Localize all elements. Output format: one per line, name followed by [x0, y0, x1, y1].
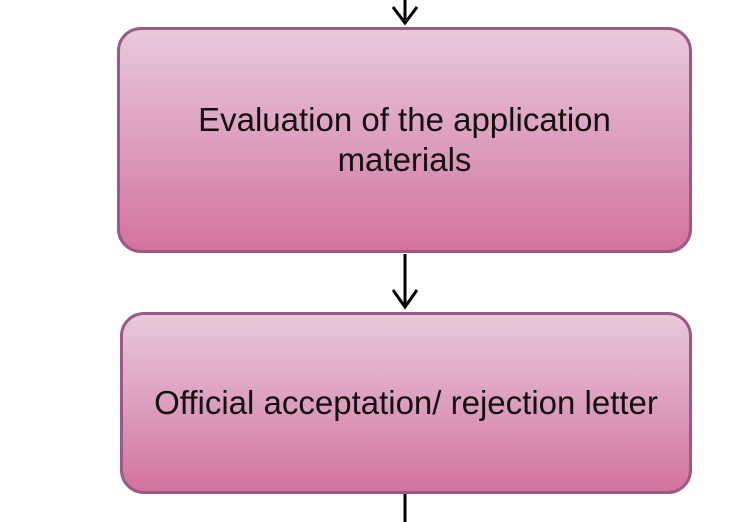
arrowhead-incoming: [391, 6, 419, 26]
arrowhead-evaluation-to-letter: [391, 289, 419, 310]
node-letter: Official acceptation/ rejection letter: [120, 312, 692, 494]
node-evaluation: Evaluation of the application materials: [117, 27, 692, 253]
node-letter-label: Official acceptation/ rejection letter: [154, 384, 658, 421]
node-evaluation-label: Evaluation of the application materials: [198, 101, 611, 178]
